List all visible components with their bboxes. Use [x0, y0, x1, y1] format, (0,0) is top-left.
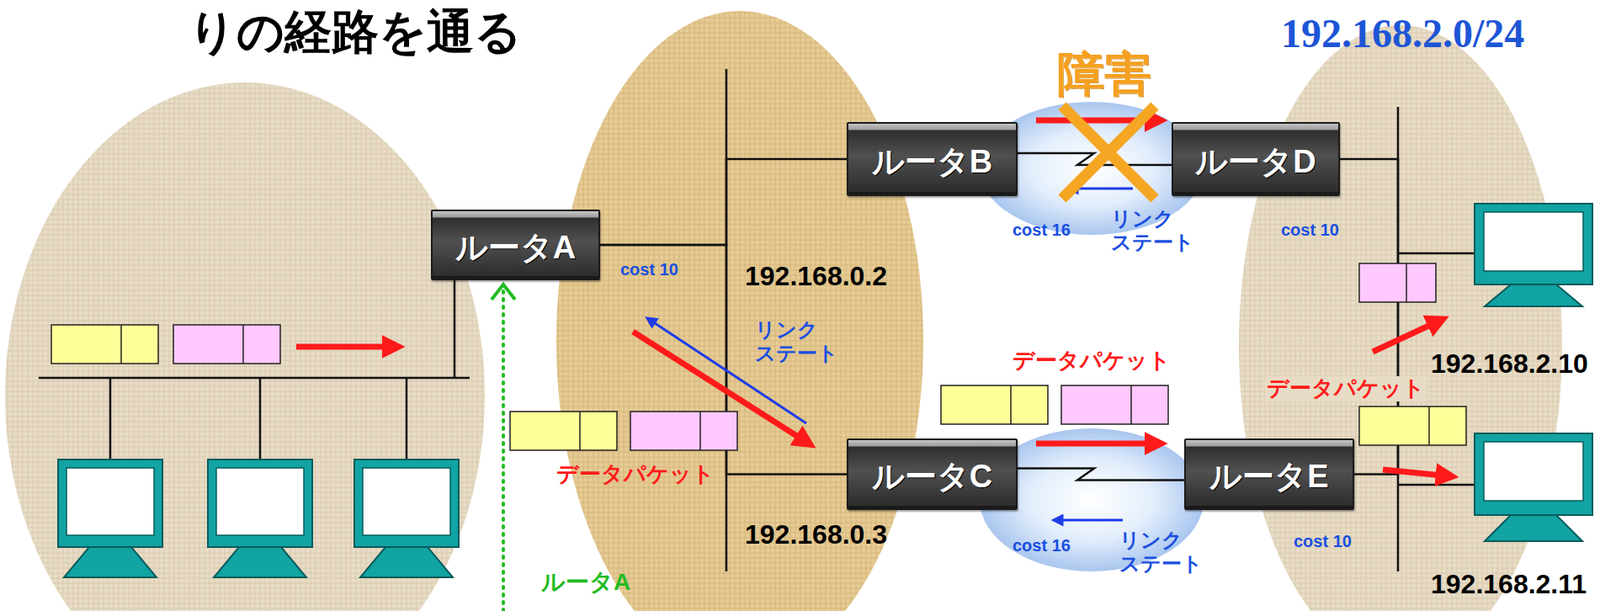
link-state-label: リンク ステート — [1110, 207, 1201, 254]
monitor-stand — [360, 547, 453, 578]
router-box: ルータC — [846, 438, 1018, 511]
packet-data — [173, 324, 281, 364]
packet-divider — [699, 411, 702, 451]
monitor-screen — [362, 467, 451, 536]
router-box: ルータB — [846, 122, 1018, 197]
pointer-head — [491, 284, 516, 300]
cost-label: cost 10 — [620, 260, 679, 280]
router-name: ルータB — [871, 143, 993, 181]
data-flow-arrow — [1036, 441, 1152, 447]
monitor-frame — [354, 459, 459, 548]
cost-label: cost 10 — [1281, 220, 1340, 240]
router-name: ルータC — [871, 458, 993, 496]
router-name: ルータE — [1209, 458, 1329, 496]
packet-header — [1359, 406, 1467, 446]
packet-label: データパケット — [1012, 348, 1171, 374]
link-state-label: リンク ステート — [1119, 528, 1209, 575]
heading: りの経路を通る — [188, 5, 522, 59]
packet-divider — [1405, 263, 1408, 303]
monitor-screen — [216, 467, 304, 536]
link-line — [1017, 468, 1185, 481]
link-state-arrow — [1059, 519, 1123, 522]
monitor-screen — [1483, 212, 1584, 272]
pointer-line — [501, 289, 505, 611]
network-area — [556, 10, 924, 611]
packet-data — [1061, 385, 1169, 425]
packet-header — [940, 385, 1048, 425]
packet-header — [51, 324, 159, 364]
router-box: ルータD — [1171, 122, 1340, 197]
fault-label: 障害 — [1057, 47, 1152, 101]
network-area — [5, 82, 485, 611]
ip-address: 192.168.2.11 — [1430, 568, 1587, 601]
monitor-screen — [66, 467, 155, 536]
link-line — [600, 159, 847, 245]
packet-data — [630, 411, 738, 451]
ip-address: 192.168.0.2 — [744, 260, 888, 293]
packet-data — [1359, 263, 1436, 303]
network-address: 192.168.2.0/24 — [1281, 10, 1525, 57]
link-state-arrow — [1074, 187, 1133, 191]
packet-divider — [120, 324, 123, 364]
monitor-stand — [1484, 284, 1583, 307]
packet-divider — [1009, 385, 1012, 425]
data-flow-arrow — [1372, 323, 1435, 352]
router-caption: ルータA — [541, 568, 631, 596]
ip-address: 192.168.0.3 — [744, 519, 888, 551]
monitor-frame — [207, 459, 313, 548]
router-box: ルータE — [1184, 438, 1355, 511]
link-state-label: リンク ステート — [754, 318, 845, 365]
router-box: ルータA — [430, 209, 601, 281]
ip-address: 192.168.2.10 — [1430, 348, 1589, 380]
monitor-stand — [63, 547, 157, 578]
packet-divider — [1130, 385, 1133, 425]
router-name: ルータD — [1195, 143, 1316, 181]
monitor-stand — [1484, 515, 1583, 542]
monitor-stand — [213, 547, 307, 578]
data-flow-arrow — [296, 344, 389, 351]
monitor-frame — [1474, 203, 1593, 285]
cost-label: cost 16 — [1012, 536, 1071, 556]
fault-cross — [1062, 106, 1155, 199]
lan-bus — [38, 280, 470, 460]
router-name: ルータA — [455, 229, 576, 267]
packet-header — [510, 411, 617, 451]
packet-divider — [1428, 406, 1430, 446]
packet-divider — [242, 324, 245, 364]
monitor-frame — [58, 459, 163, 548]
monitor-frame — [1474, 433, 1593, 516]
packet-label: データパケット — [1265, 376, 1427, 402]
cost-label: cost 10 — [1293, 531, 1352, 552]
data-flow-arrow — [1382, 469, 1443, 476]
cost-label: cost 16 — [1012, 220, 1071, 240]
monitor-screen — [1483, 441, 1584, 501]
lan-bus — [1398, 106, 1475, 572]
packet-label: データパケット — [556, 462, 715, 488]
packet-divider — [579, 411, 581, 451]
